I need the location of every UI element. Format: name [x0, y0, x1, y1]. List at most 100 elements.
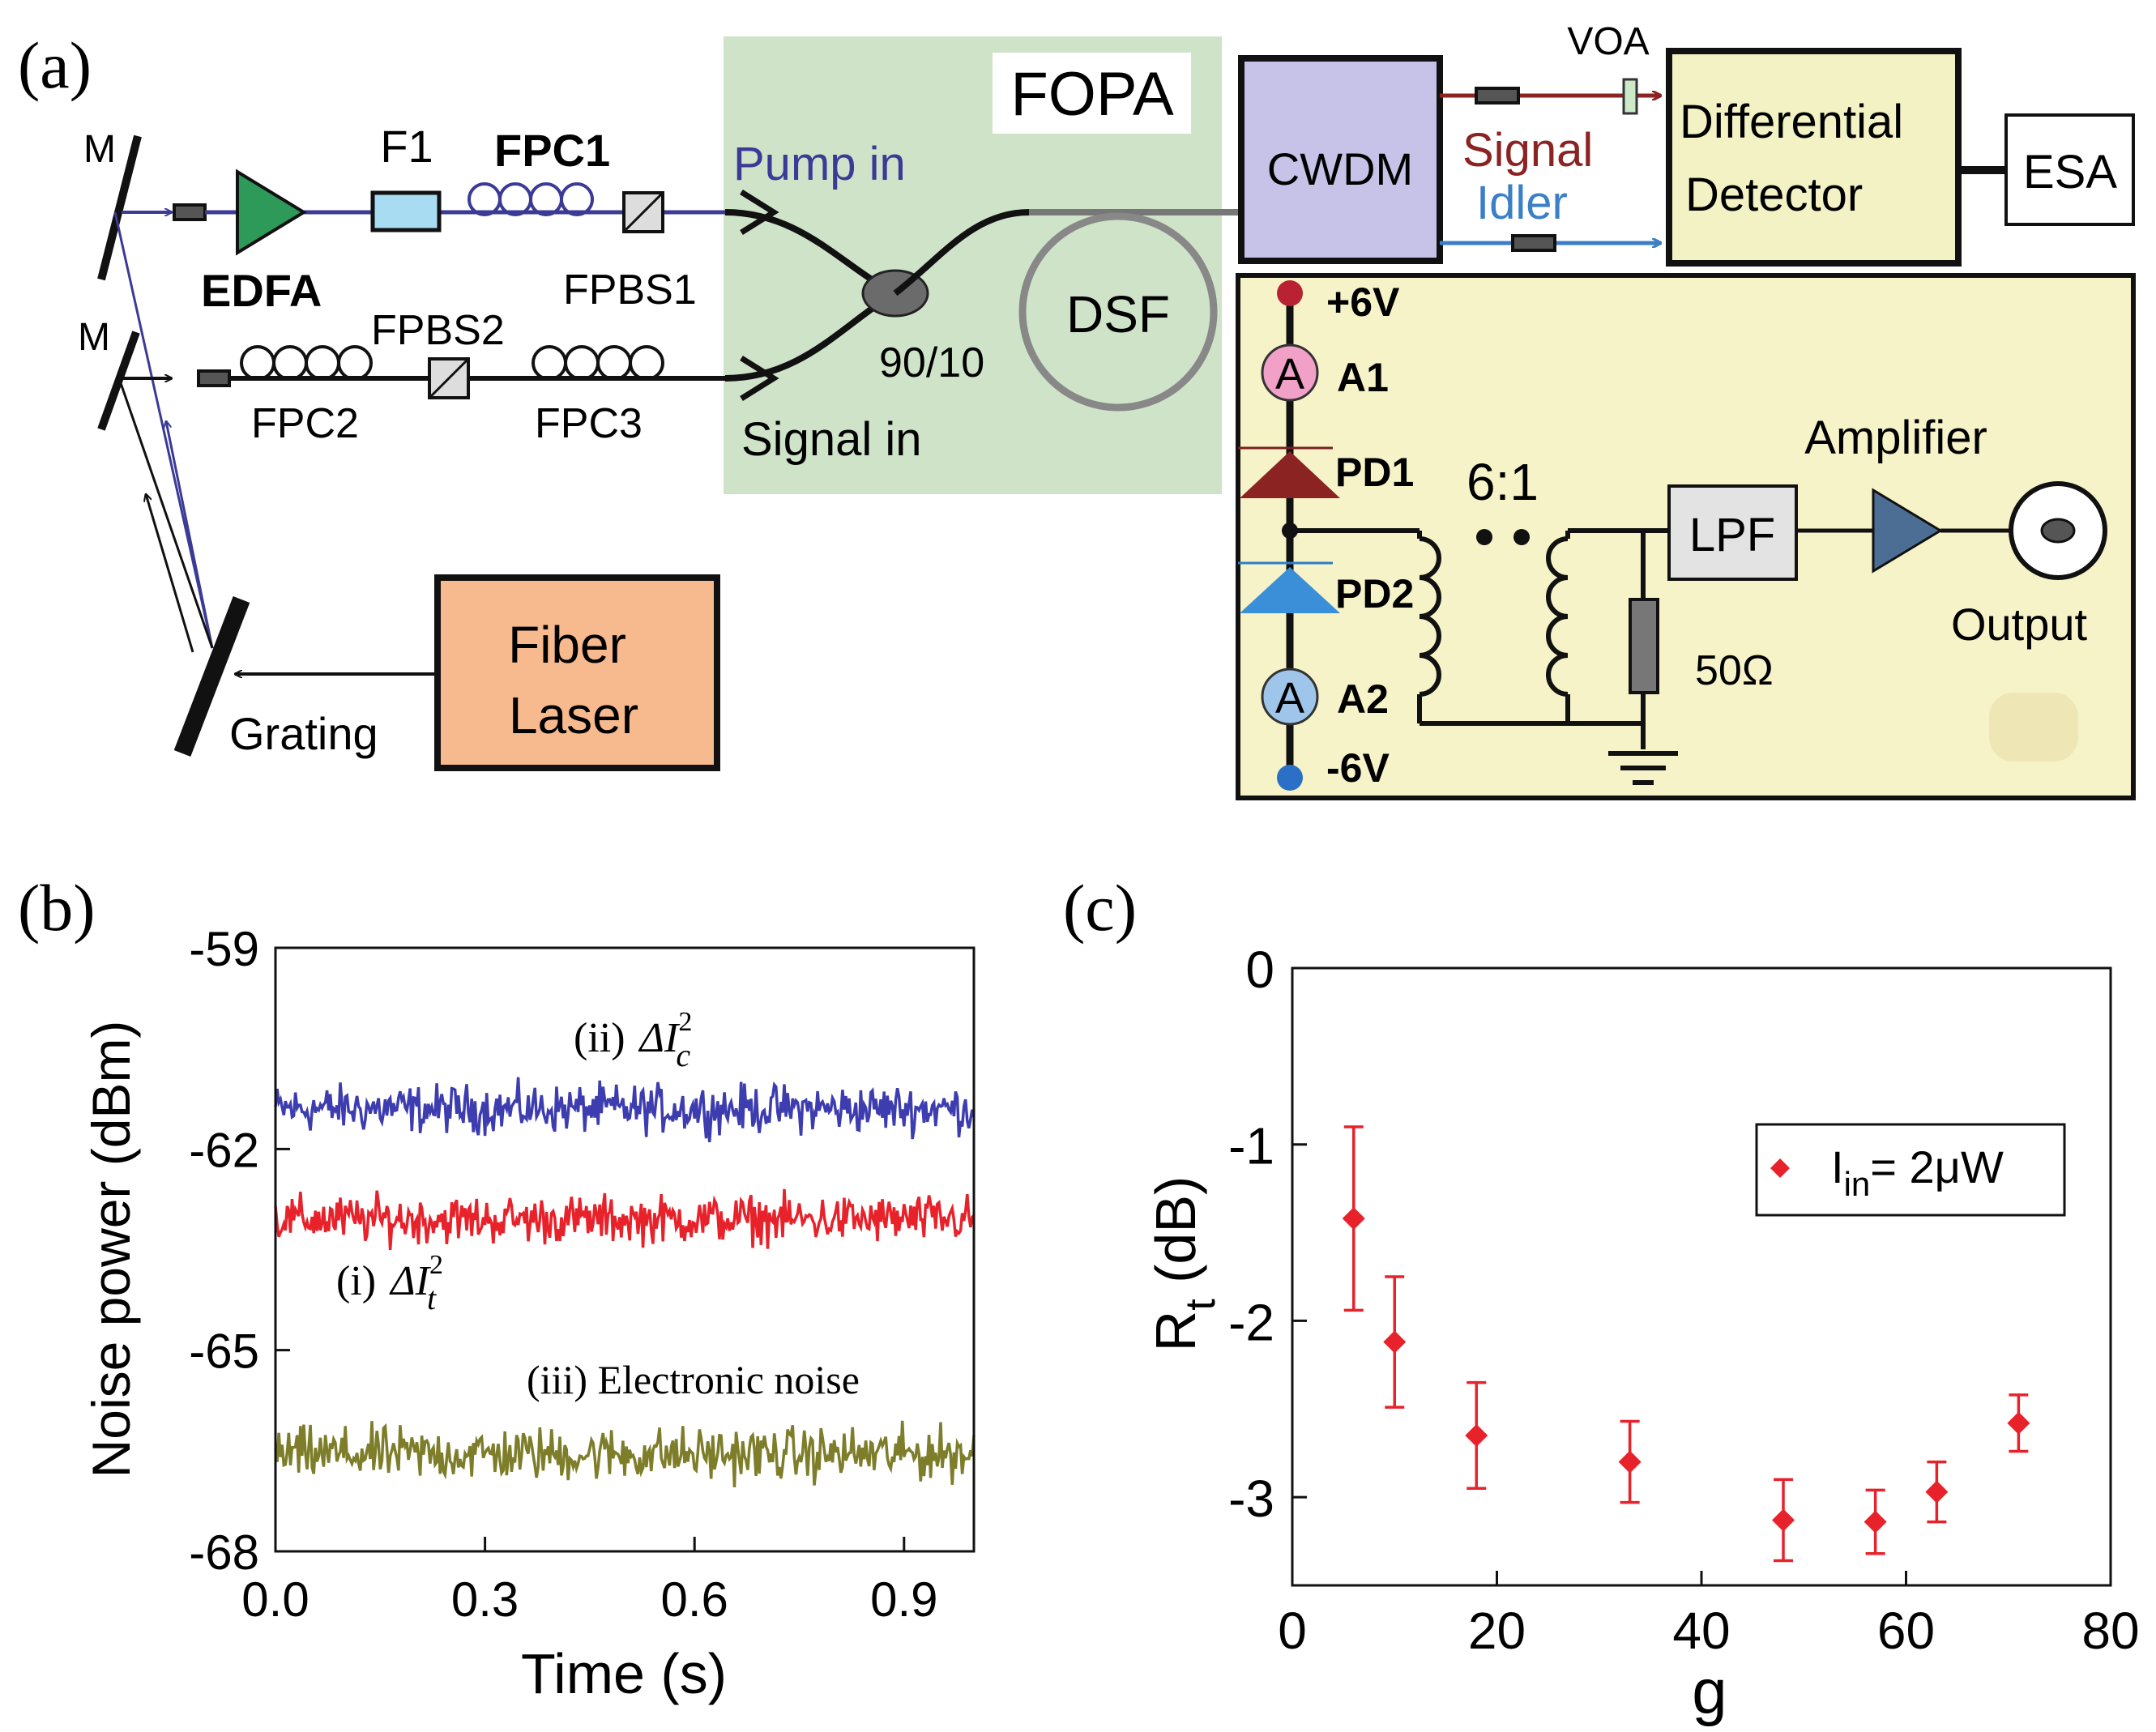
annot-ii-prefix: (ii): [574, 1015, 625, 1061]
pd1-diode: [1240, 451, 1340, 498]
resistor-50ohm: [1629, 598, 1659, 694]
dsf-coil: [1018, 212, 1218, 412]
b-series-line-3: [274, 1420, 976, 1487]
circuit-smudge: [1989, 693, 2078, 761]
fpc3-label: FPC3: [535, 400, 643, 447]
annot-ii-sup: 2: [678, 1007, 692, 1037]
coupler-ratio-label: 90/10: [879, 339, 984, 386]
b-xtick-label: 0.9: [870, 1572, 937, 1627]
c-data-point: [1772, 1508, 1795, 1532]
pd2-diode: [1240, 567, 1340, 613]
output-label: Output: [1951, 599, 2088, 650]
b-xtick-label: 0.6: [660, 1572, 728, 1627]
fpbs1: [622, 191, 664, 233]
cwdm-label: CWDM: [1267, 143, 1413, 194]
ammeter-a2: [1261, 668, 1319, 726]
b-ytick-label: -59: [189, 922, 259, 976]
c-data-point: [1465, 1423, 1488, 1447]
fopa-label-box: [993, 53, 1191, 134]
c-ytick-label: -2: [1228, 1293, 1274, 1351]
fpc2-label: FPC2: [251, 400, 359, 447]
minus-terminal: [1277, 765, 1303, 791]
b-y-axis-label: Noise power (dBm): [81, 1021, 141, 1478]
signal-label: Signal: [1462, 124, 1593, 177]
b-xtick-label: 0.3: [451, 1572, 519, 1627]
esa-box: [2004, 113, 2135, 226]
b-ytick-label: -65: [189, 1325, 259, 1379]
c-xtick-label: 20: [1468, 1602, 1526, 1660]
idler-collimator-out: [1511, 234, 1556, 252]
lpf-box: [1667, 484, 1798, 581]
c-ytick-label: 0: [1245, 941, 1274, 999]
c-x-axis-label: g: [1692, 1656, 1727, 1727]
b-series-layer: [274, 1077, 976, 1487]
a1-label: A1: [1337, 355, 1389, 400]
transformer-dot-2: [1513, 529, 1530, 545]
grating: [173, 596, 250, 757]
c-legend-value: = 2μW: [1870, 1141, 2004, 1192]
mirror-top: [97, 134, 142, 281]
filter-f1: [370, 190, 442, 232]
mirror-label-bottom: M: [78, 316, 110, 359]
b-ytick-label: -62: [189, 1123, 259, 1177]
annot-i-sup: 2: [429, 1250, 443, 1280]
pump-in-arrowhead: [740, 190, 779, 235]
dsf-label: DSF: [1066, 285, 1170, 343]
c-ytick-label: -3: [1228, 1470, 1274, 1528]
annot-i-delta: ΔI: [389, 1258, 432, 1304]
fpc3-coils: [532, 345, 664, 381]
fiber-laser-box: [434, 574, 720, 771]
c-data-point: [1925, 1480, 1949, 1504]
plus-voltage-label: +6V: [1326, 279, 1400, 325]
c-data-point: [1618, 1450, 1642, 1474]
output-connector-pin: [2040, 518, 2076, 544]
panel-b-label: (b): [18, 871, 96, 945]
b-series-line-1: [274, 1077, 976, 1143]
transformer-primary-coil: [1417, 531, 1441, 723]
c-xtick-label: 60: [1877, 1602, 1935, 1660]
c-ylabel-unit: (dB): [1144, 1176, 1207, 1299]
detector-line1: Differential: [1680, 96, 1903, 148]
idler-label: Idler: [1476, 177, 1568, 229]
pump-collimator: [173, 203, 207, 221]
annot-i-prefix: (i): [336, 1258, 376, 1304]
panel-c-label: (c): [1063, 871, 1137, 945]
plus-terminal: [1277, 280, 1303, 306]
fpbs2-label: FPBS2: [371, 307, 505, 354]
f1-label: F1: [380, 121, 433, 172]
voa-label: VOA: [1567, 20, 1649, 63]
beam-black-up: [146, 494, 194, 653]
panel-a-schematic: (a) FOPA M M Grating Fiber Laser EDFA F1: [18, 20, 2136, 800]
signal-in-arrowhead: [740, 356, 779, 401]
c-legend-box: [1755, 1123, 2066, 1217]
esa-label: ESA: [2023, 146, 2117, 198]
ammeter-a1: [1261, 343, 1319, 402]
coupler-output-fiber: [893, 209, 1030, 296]
panel-a-label: (a): [18, 28, 92, 102]
transformer-ratio-label: 6:1: [1467, 453, 1539, 511]
pump-in-label: Pump in: [733, 138, 906, 190]
grating-label: Grating: [229, 708, 378, 759]
c-legend-main: I: [1831, 1141, 1844, 1192]
amplifier-triangle: [1872, 488, 1943, 574]
pd-junction-node: [1282, 523, 1298, 539]
fpbs2: [428, 357, 470, 399]
voa: [1622, 78, 1638, 115]
b-xtick-label: 0.0: [241, 1572, 309, 1627]
mirror-label-top: M: [83, 128, 116, 171]
c-xtick-label: 80: [2081, 1602, 2139, 1660]
c-xtick-label: 0: [1278, 1602, 1307, 1660]
c-ytick-label: -1: [1228, 1117, 1274, 1175]
signal-in-label: Signal in: [741, 413, 921, 466]
fiber-laser-line1: Fiber: [508, 616, 626, 674]
b-series-line-2: [274, 1188, 976, 1251]
cwdm-box: [1238, 55, 1443, 264]
c-ylabel-main: R: [1144, 1311, 1207, 1352]
c-legend-text: Iin= 2μW: [1831, 1141, 2004, 1203]
c-series-layer: [1342, 1125, 2030, 1563]
